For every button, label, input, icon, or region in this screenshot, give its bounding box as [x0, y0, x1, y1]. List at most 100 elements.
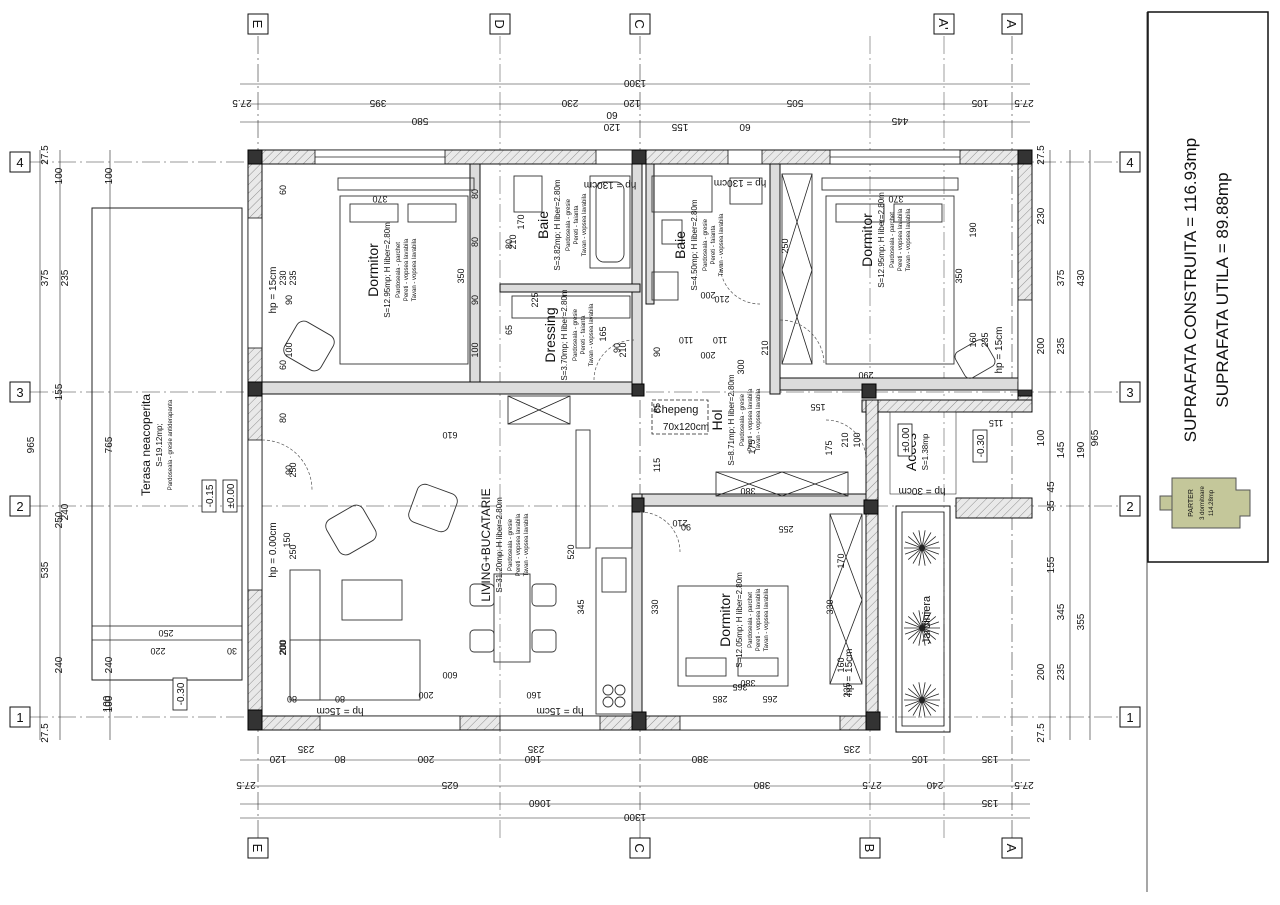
hp-label: hp = 15cm [537, 705, 584, 716]
dimension-label: 520 [566, 544, 576, 559]
dimension-label: 380 [740, 678, 755, 688]
axis-label: A [1004, 844, 1019, 853]
room-finish: Pardoseala - parchet [396, 242, 402, 298]
door-swings [261, 263, 867, 553]
dimension-label: 115 [989, 418, 1003, 428]
room-finish: Pardoseala - gresie [573, 308, 579, 361]
dimension-label: 610 [442, 430, 457, 440]
room-finish: Pereti - faianta [711, 225, 717, 265]
dimension-label: 225 [530, 292, 540, 307]
thumb-title: PARTER [1188, 489, 1195, 517]
room-finish: Tavan - vopsea lavabila [524, 513, 530, 576]
dimension-label: 27.5 [236, 779, 256, 790]
dimension-label: 27.5 [862, 779, 882, 790]
dimension-label: 160 [968, 332, 978, 347]
dimension-label: 100 [852, 432, 862, 447]
bath-fixtures [513, 175, 763, 301]
dimension-label: 355 [1076, 613, 1087, 630]
level-zero: ±0.00 [226, 483, 237, 508]
room-name: Dormitor [717, 593, 733, 647]
dimension-label: 240 [60, 503, 71, 520]
dimension-label: 170 [836, 553, 846, 568]
title-block: SUPRAFATA CONSTRUITA = 116.93mp SUPRAFAT… [1147, 11, 1269, 563]
dimension-label: 90 [612, 343, 622, 353]
hp-label: hp = 130cm [584, 179, 637, 190]
dimension-label: 85 [652, 403, 662, 413]
room-area: S=4.50mp; H liber=2.80m [690, 199, 699, 290]
axis-label: 4 [1126, 155, 1133, 170]
room-finish: Pereti - vopsea lavabila [516, 513, 522, 576]
room-finish: Pardoseala - gresie [566, 198, 572, 251]
room-area: S=3.70mp; H liber=2.80m [560, 289, 569, 380]
dimension-label: 330 [825, 599, 835, 614]
room-name: Terasa neacoperita [139, 394, 153, 496]
room-area: S=31.20mp; H liber=2.80m [495, 497, 504, 593]
dimension-label: 375 [1056, 269, 1067, 286]
axis-label: E [250, 844, 265, 853]
dimension-label: 250 [780, 238, 790, 253]
room-finish: Pereti - faianta [581, 315, 587, 355]
dimension-label: 120 [623, 97, 640, 108]
dimension-label: 235 [297, 743, 314, 754]
dimension-label: 100 [54, 167, 65, 184]
axis-label: 1 [16, 710, 23, 725]
dimension-label: 370 [372, 194, 387, 204]
room-finish: Pereti - vopsea lavabila [404, 238, 410, 301]
dimension-label: 160 [526, 690, 541, 700]
dimension-label: 135 [981, 797, 998, 808]
planter-label: Jardiniera [921, 595, 933, 644]
dimension-label: 380 [753, 779, 770, 790]
terrace [91, 207, 243, 681]
room-finish: Pardoseala - gresie [508, 518, 514, 571]
dimension-label: 90 [284, 295, 294, 305]
dimension-label: 230 [1036, 207, 1047, 224]
axis-label: E [250, 20, 265, 29]
hp-label: hp = 0.00cm [268, 522, 279, 577]
trapdoor-label: Chepeng [654, 404, 699, 416]
room-finish: Tavan - vopsea lavabila [906, 208, 912, 271]
room-finish: Pereti - vopsea lavabila [756, 588, 762, 651]
dimension-label: 80 [334, 753, 346, 764]
dimension-label: 230 [278, 270, 288, 285]
dimension-label: 1060 [528, 797, 551, 808]
dimension-label: 210 [672, 518, 687, 528]
level-acces-ground: -0.30 [976, 434, 987, 457]
room-name: Baie [535, 211, 551, 239]
dimension-label: 220 [150, 646, 165, 656]
axis-label: 3 [1126, 385, 1133, 400]
dimension-label: 235 [842, 682, 852, 697]
axis-bubble: C [629, 13, 651, 35]
axis-bubble: 4 [9, 151, 31, 173]
dimension-label: 80 [335, 694, 345, 704]
dimension-label: 155 [810, 402, 825, 412]
useful-area-title: SUPRAFATA UTILA = 89.88mp [1213, 172, 1232, 407]
dimension-label: 110 [713, 335, 727, 345]
dimension-label: 375 [40, 269, 51, 286]
room-finish: Tavan - vopsea lavabila [719, 213, 725, 276]
room-finish: Pereti - vopsea lavabila [748, 388, 754, 451]
thumb-area: 114.28mp [1209, 489, 1215, 516]
axis-label: 1 [1126, 710, 1133, 725]
dimension-label: 300 [736, 359, 746, 374]
dimension-label: 155 [54, 383, 65, 400]
dimension-label: 200 [417, 753, 434, 764]
dimension-label: 200 [278, 639, 288, 654]
room-area: S=12.95mp; H liber=2.80m [877, 192, 886, 288]
dimension-label: 330 [650, 599, 660, 614]
dimension-label: 625 [441, 779, 458, 790]
dimension-label: 100 [284, 342, 294, 357]
room-finish: Tavan - vopsea lavabila [756, 388, 762, 451]
dimension-label: 135 [981, 753, 998, 764]
built-area-title: SUPRAFATA CONSTRUITA = 116.93mp [1181, 138, 1200, 442]
axis-label: A [1004, 20, 1019, 29]
dimension-label: 235 [288, 270, 298, 285]
room-area: S=19.12mp; [155, 423, 164, 466]
dimension-label: 265 [762, 694, 777, 704]
dimension-label: 105 [971, 97, 988, 108]
trapdoor [651, 399, 709, 435]
misc-labels: Chepeng 70x120cm Jardiniera -0.15 ±0.00 … [172, 177, 1005, 716]
axis-label: A' [936, 18, 951, 29]
